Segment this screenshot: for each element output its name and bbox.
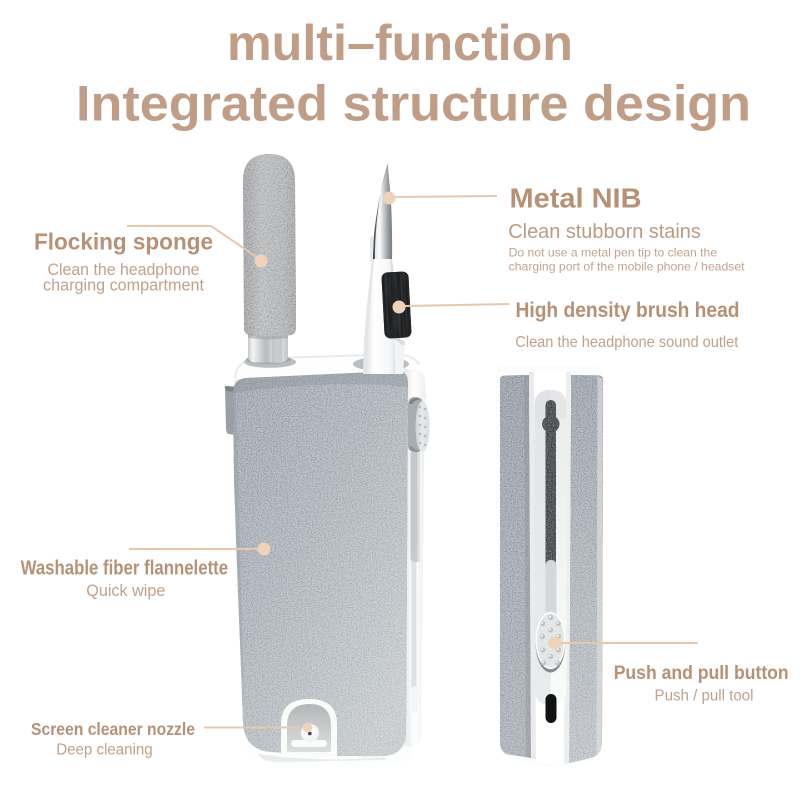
svg-text:Push / pull tool: Push / pull tool <box>655 688 754 705</box>
svg-text:Washable fiber flannelette: Washable fiber flannelette <box>21 558 229 580</box>
svg-text:Deep cleaning: Deep cleaning <box>56 742 153 759</box>
svg-text:charging compartment: charging compartment <box>43 277 204 295</box>
svg-text:multi–function: multi–function <box>227 15 573 71</box>
svg-text:Metal NIB: Metal NIB <box>510 182 642 213</box>
svg-text:Clean the headphone sound outl: Clean the headphone sound outlet <box>515 334 738 351</box>
svg-text:High density brush head: High density brush head <box>516 298 740 322</box>
svg-text:Clean the headphone: Clean the headphone <box>48 261 200 279</box>
svg-text:Clean stubborn stains: Clean stubborn stains <box>508 220 701 243</box>
svg-text:Integrated structure design: Integrated structure design <box>76 76 751 132</box>
svg-text:Screen cleaner nozzle: Screen cleaner nozzle <box>31 719 195 739</box>
svg-text:Do not use a metal pen tip to: Do not use a metal pen tip to clean the <box>509 245 718 259</box>
svg-text:Push and pull button: Push and pull button <box>614 663 789 684</box>
svg-text:Quick wipe: Quick wipe <box>86 581 165 600</box>
svg-text:charging port of the mobile ph: charging port of the mobile phone / head… <box>509 260 746 274</box>
svg-text:Flocking sponge: Flocking sponge <box>34 229 213 255</box>
